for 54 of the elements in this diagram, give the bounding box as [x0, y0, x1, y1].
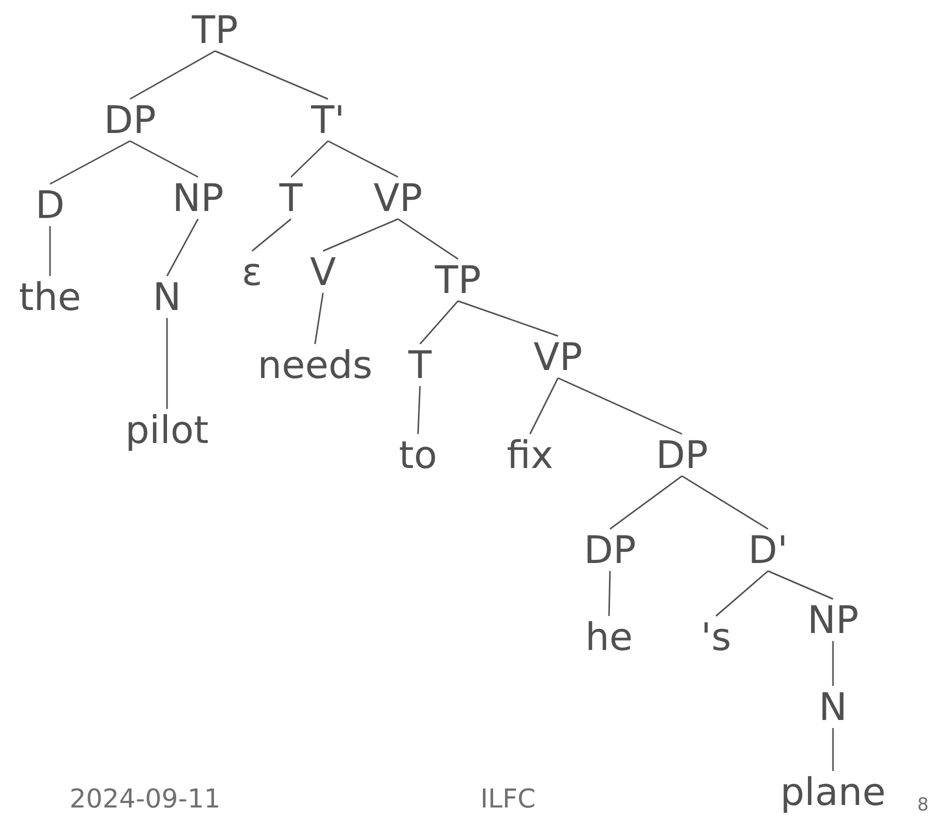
tree-node-label: the	[16, 276, 84, 318]
tree-node-label: NP	[170, 177, 226, 219]
tree-node-label: ε	[240, 251, 264, 293]
tree-branch	[417, 386, 421, 434]
tree-branch	[716, 570, 768, 617]
tree-node-label: VP	[532, 336, 584, 378]
tree-branch	[608, 570, 611, 616]
tree-branch	[314, 292, 324, 344]
tree-branch	[252, 218, 292, 252]
tree-node-label: 's	[698, 616, 734, 658]
tree-node-label: needs	[256, 344, 374, 386]
tree-node-label: V	[308, 251, 338, 293]
footer-text: ILFC	[480, 784, 536, 816]
tree-branch	[458, 300, 558, 337]
tree-branch	[682, 475, 768, 530]
tree-node-label: D	[33, 184, 67, 226]
tree-node-label: fix	[504, 434, 556, 476]
tree-node-label: N	[150, 276, 184, 318]
tree-branch	[130, 50, 216, 100]
tree-branch	[558, 377, 682, 435]
tree-node-label: N	[816, 686, 850, 728]
tree-branch	[398, 218, 458, 260]
footer-text: 2024-09-11	[69, 784, 221, 816]
tree-branch	[832, 641, 834, 686]
tree-node-label: T	[277, 177, 305, 219]
tree-node-label: T'	[309, 99, 347, 141]
tree-node-label: D'	[746, 529, 790, 571]
tree-branch	[166, 318, 168, 409]
tree-branch	[50, 140, 130, 185]
tree-branch	[768, 570, 834, 600]
tree-branch	[166, 218, 199, 276]
tree-node-label: DP	[654, 434, 710, 476]
tree-branch	[610, 475, 682, 530]
tree-node-label: he	[583, 616, 635, 658]
tree-branch	[322, 218, 398, 252]
tree-node-label: pilot	[123, 409, 211, 451]
tree-node-label: to	[396, 434, 440, 476]
tree-branch	[832, 728, 834, 771]
tree-node-label: plane	[778, 771, 888, 813]
tree-branch	[130, 140, 198, 178]
tree-branch	[290, 140, 329, 178]
tree-branch	[529, 378, 559, 434]
tree-branch	[419, 300, 459, 344]
tree-node-label: T	[406, 344, 434, 386]
tree-node-label: NP	[805, 599, 861, 641]
tree-branch	[49, 226, 51, 276]
tree-node-label: DP	[102, 99, 158, 141]
tree-node-label: TP	[432, 259, 484, 301]
tree-node-label: TP	[190, 9, 240, 51]
tree-node-label: VP	[372, 177, 424, 219]
page-number: 8	[917, 794, 929, 817]
tree-branch	[214, 50, 328, 100]
tree-branch	[328, 140, 398, 178]
tree-node-label: DP	[582, 529, 638, 571]
